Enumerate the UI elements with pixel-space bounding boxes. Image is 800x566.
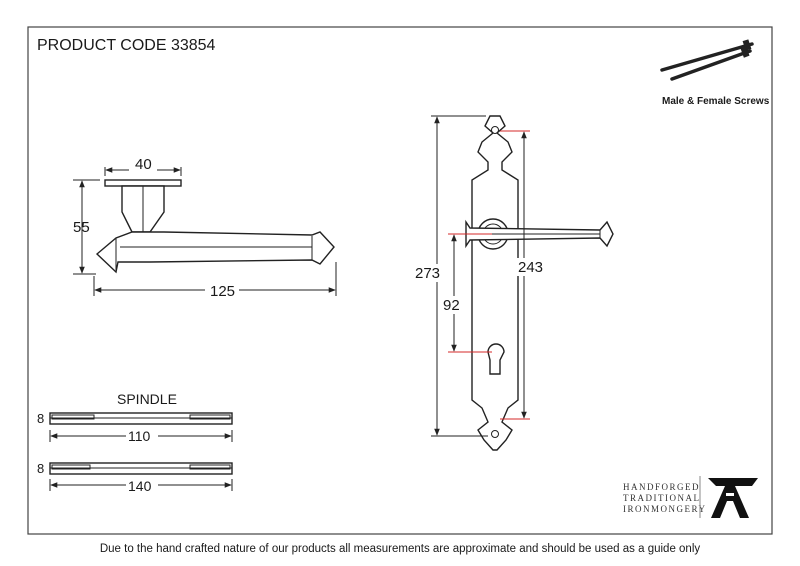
fixing-centres-value: 243 [518, 259, 543, 276]
drawing-frame [27, 26, 773, 535]
product-code: PRODUCT CODE 33854 [37, 37, 216, 54]
handle-width-value: 40 [135, 156, 152, 173]
spindle-140-thickness: 8 [37, 461, 44, 476]
brand-line-1: HANDFORGED [623, 482, 700, 492]
brand-line-2: TRADITIONAL [623, 493, 701, 503]
lever-handle-side-view [95, 179, 335, 274]
handle-to-cylinder-value: 92 [443, 297, 460, 314]
spindle-110 [49, 412, 233, 425]
disclaimer: Due to the hand crafted nature of our pr… [100, 543, 701, 555]
screws-icon [660, 39, 754, 81]
spindle-title: SPINDLE [117, 391, 177, 407]
spindle-140 [49, 462, 233, 475]
brand-block: HANDFORGED TRADITIONAL IRONMONGERY [623, 476, 758, 518]
spindle-140-length: 140 [128, 478, 152, 494]
backplate-height-value: 273 [415, 265, 440, 282]
spindle-110-length: 110 [128, 428, 151, 444]
backplate-front-view [465, 115, 614, 451]
brand-line-3: IRONMONGERY [623, 504, 707, 514]
anvil-logo-icon [708, 478, 758, 518]
handle-projection-value: 55 [73, 219, 90, 236]
handle-length-value: 125 [210, 283, 235, 300]
screws-label: Male & Female Screws [662, 96, 770, 107]
spindle-110-thickness: 8 [37, 411, 44, 426]
